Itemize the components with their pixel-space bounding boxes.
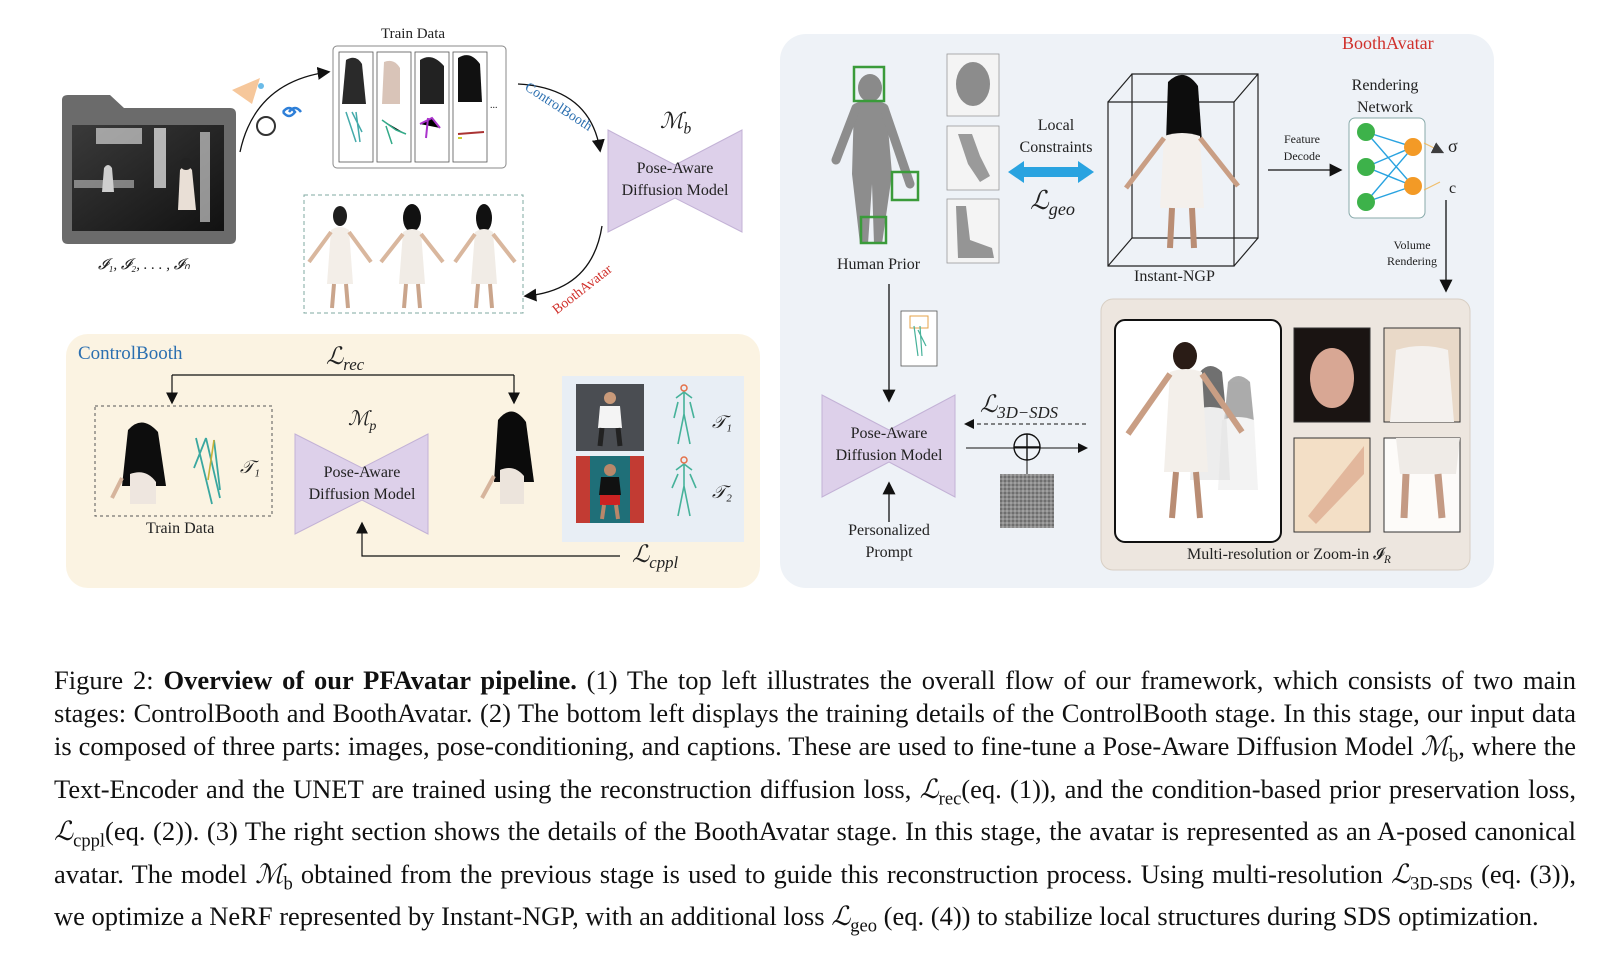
loss-cppl-label: ℒcppl [632,542,679,572]
thumbnail-ellipsis: ... [490,100,498,111]
prior-pose-t1-label: 𝒯₁ [712,412,733,432]
human-prior-label: Human Prior [837,256,921,273]
controlbooth-output-sample [480,411,534,504]
generated-avatars [307,204,517,309]
prior-pose-t2-label: 𝒯₂ [712,482,733,502]
caption-figure-number: Figure 2: [54,665,154,695]
loss-geo-label: ℒgeo [1030,186,1075,220]
controlbooth-title: ControlBooth [78,343,183,364]
ai-tools-icons [232,78,302,136]
controlbooth-train-data-label: Train Data [146,520,215,537]
input-images-label: 𝓘₁, 𝓘₂, . . . , 𝓘ₙ [98,257,190,273]
avatar-in-cube [1124,74,1240,249]
model-mp-symbol: ℳp [348,408,377,434]
controlbooth-train-sample [110,422,221,505]
color-output: c [1449,180,1457,197]
rendered-avatar-views [1125,342,1258,519]
rendering-network-graph [1357,123,1445,211]
pose-condition-thumb [909,315,929,357]
caption-title: Overview of our PFAvatar pipeline. [163,665,577,695]
loss-rec-label: ℒrec [326,344,365,374]
figure: Train Data ... ControlBooth ℳb Pose-Awar… [62,26,1494,588]
pose-t1-label: 𝒯₁ [240,457,261,477]
model-mb-symbol: ℳb [660,108,692,138]
sigma-output: σ [1448,136,1458,156]
multires-label: Multi-resolution or Zoom-in 𝓘R [1187,546,1391,567]
figure-diagram [62,45,1471,571]
zoom-in-crops [1293,327,1461,533]
local-part-images [946,53,1000,264]
human-prior-figure [831,65,920,245]
boothavatar-title: BoothAvatar [1342,33,1434,53]
train-data-label: Train Data [381,26,446,42]
train-data-thumbnails [338,51,488,163]
prior-preservation-images [576,384,697,523]
loss-3d-sds-label: ℒ3D−SDS [980,392,1059,422]
input-images-folder [62,95,236,244]
instant-ngp-label: Instant-NGP [1134,268,1215,285]
figure-caption: Figure 2: Overview of our PFAvatar pipel… [54,665,1576,937]
